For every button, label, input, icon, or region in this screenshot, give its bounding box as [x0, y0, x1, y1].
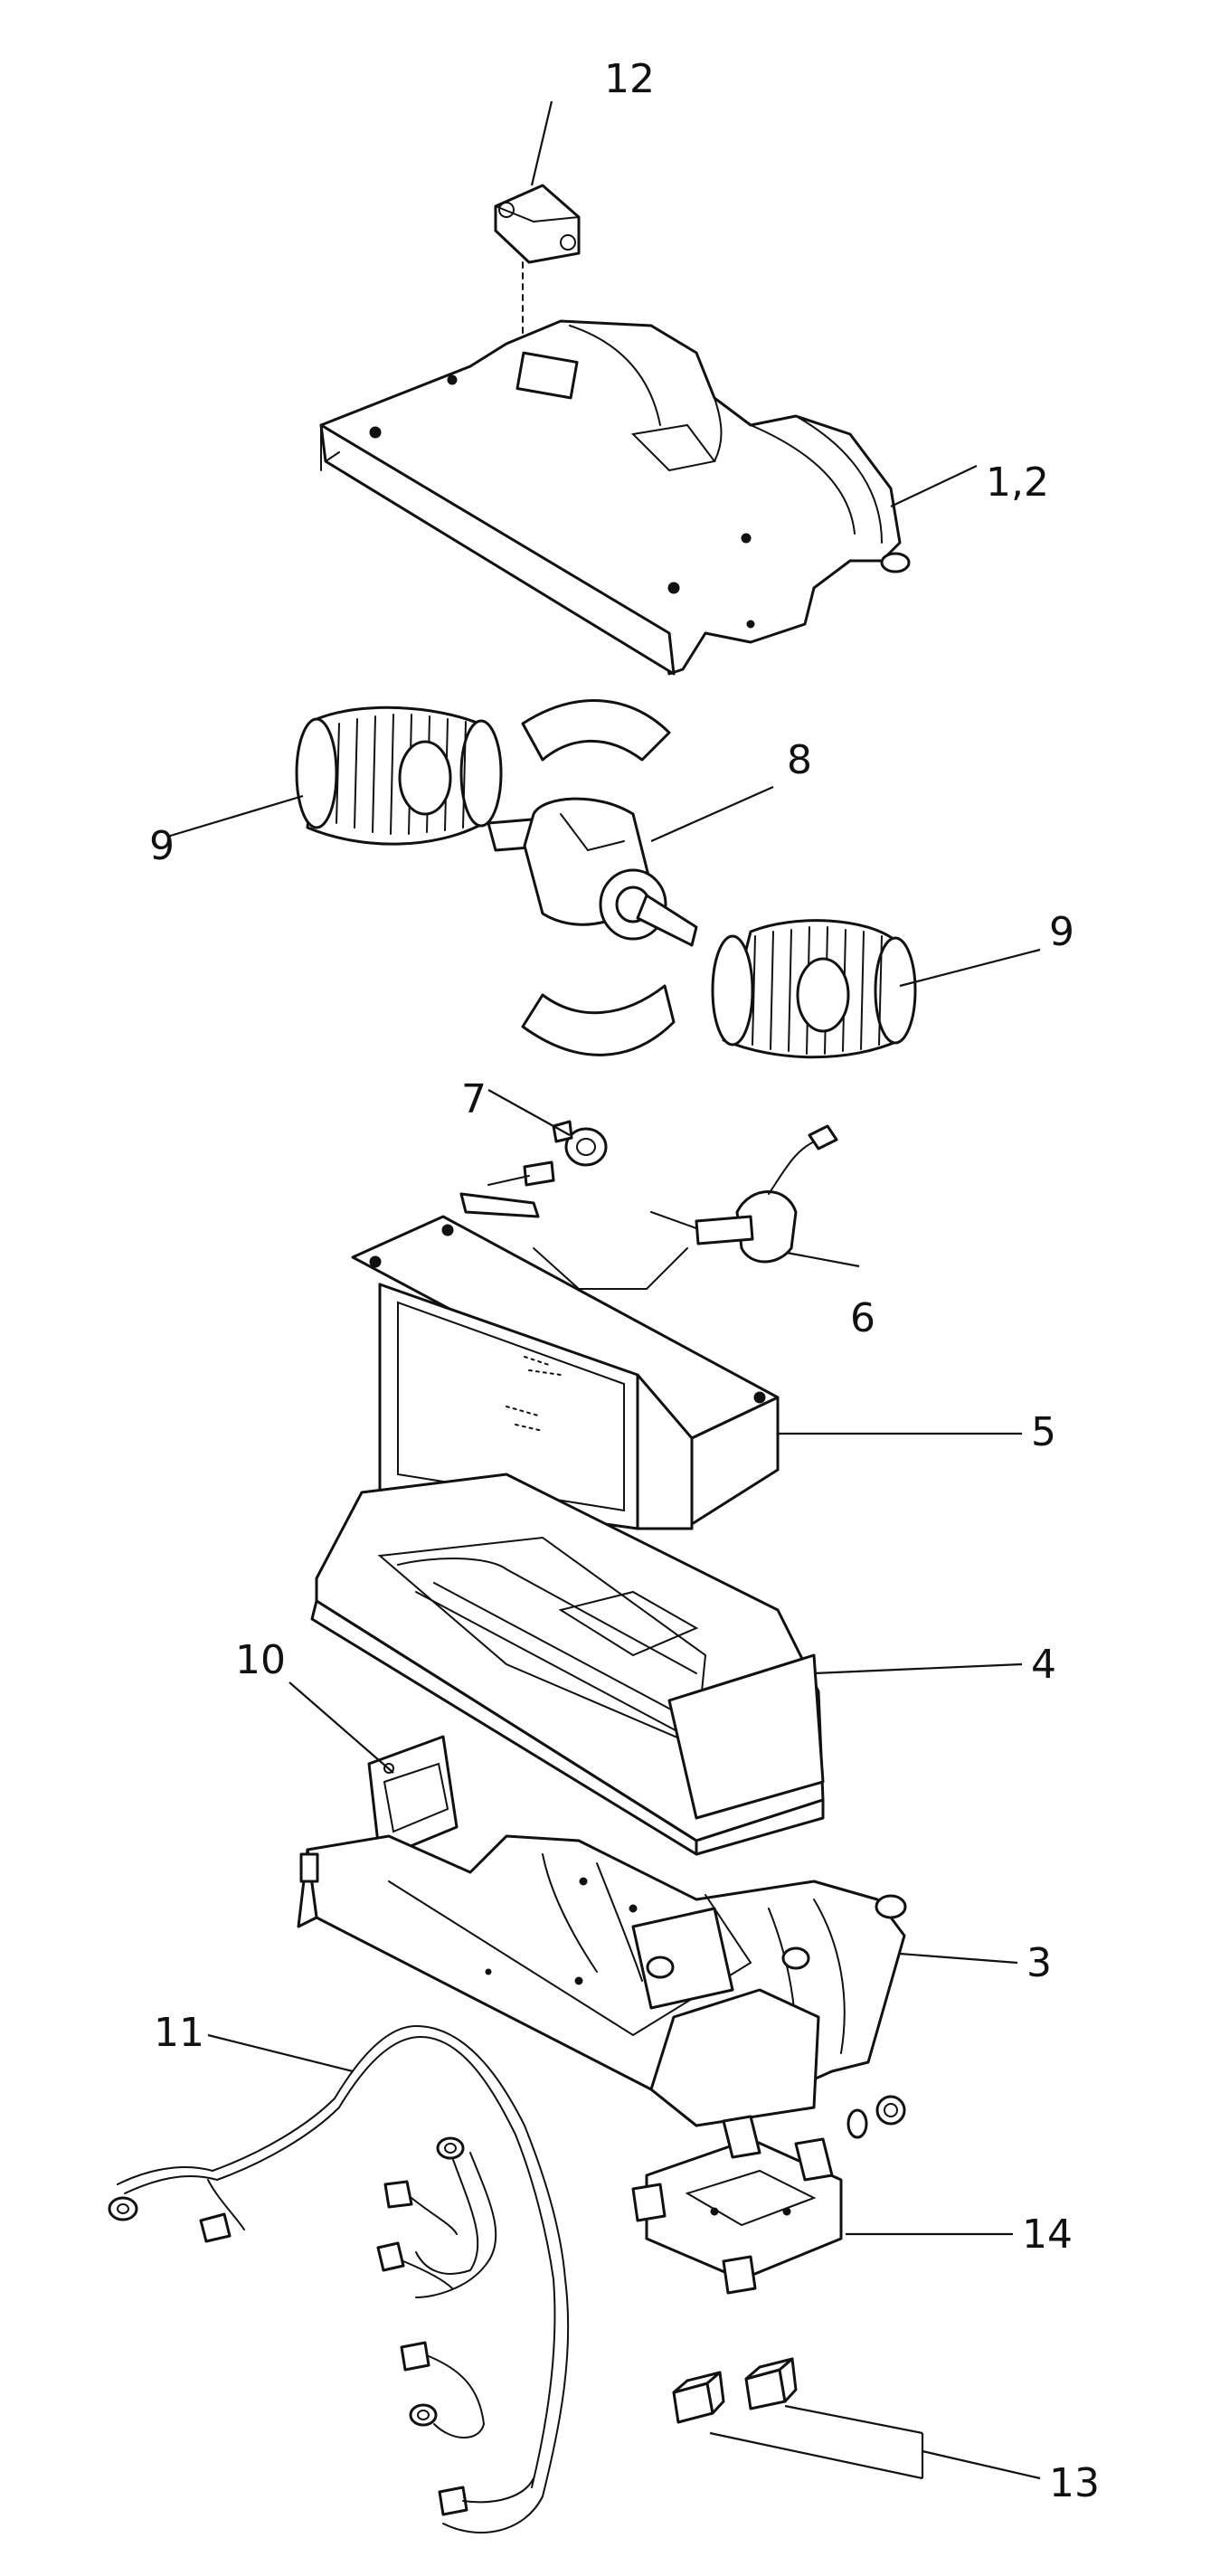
- label-6: 6: [850, 1295, 875, 1341]
- fan-right-part: [711, 919, 917, 1059]
- water-valve-part: [533, 1124, 838, 1290]
- leader-lines: [166, 100, 1041, 2480]
- label-1-2: 1,2: [986, 459, 1049, 506]
- heater-core-part: [351, 1160, 780, 1530]
- label-9-right: 9: [1049, 909, 1074, 955]
- motor-part: [487, 699, 698, 1056]
- label-10: 10: [235, 1637, 286, 1683]
- top-cover-part: [319, 319, 911, 676]
- resistor-part: [494, 184, 581, 345]
- bottom-case-part: [297, 1834, 907, 2127]
- mount-bracket-part: [631, 2095, 906, 2295]
- part-labels: 12 1,2 9 8 9 7 6 5 4 10 3 11 14 13: [149, 56, 1100, 2506]
- label-3: 3: [1026, 1940, 1052, 1986]
- label-11: 11: [154, 2010, 204, 2056]
- label-14: 14: [1022, 2211, 1073, 2258]
- clamp-part: [552, 1120, 608, 1167]
- label-8: 8: [787, 737, 812, 783]
- label-7: 7: [461, 1076, 487, 1122]
- label-4: 4: [1031, 1642, 1056, 1688]
- label-9-left: 9: [149, 823, 175, 869]
- harness-part: [108, 2024, 570, 2533]
- bracket-plate-part: [367, 1735, 459, 1861]
- fan-left-part: [295, 706, 503, 846]
- lower-tray-part: [310, 1473, 825, 1856]
- label-12: 12: [604, 56, 655, 102]
- relays-part: [672, 2357, 924, 2480]
- label-13: 13: [1049, 2460, 1100, 2506]
- label-5: 5: [1031, 1409, 1056, 1455]
